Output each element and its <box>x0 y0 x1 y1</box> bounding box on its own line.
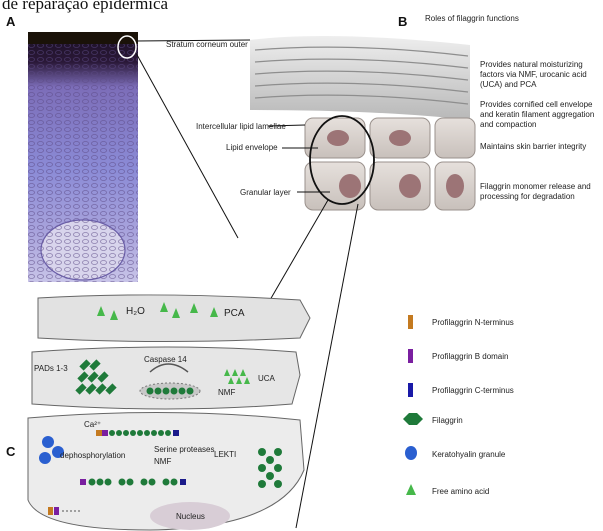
granular-cells <box>305 118 475 210</box>
function-note-2: Provides cornified cell envelope and ker… <box>480 100 598 130</box>
cell-diagram-bottom <box>28 412 304 530</box>
legend-icon-3 <box>408 383 413 397</box>
panel-label-b: B <box>398 14 407 29</box>
legend-label-2: Profilaggrin B domain <box>432 352 508 361</box>
label-calpain: Caspase 14 <box>144 355 187 364</box>
zoom-line-3 <box>270 200 328 300</box>
legend-icon-2 <box>408 349 413 363</box>
panel-label-c: C <box>6 444 15 459</box>
label-stratum-corneum: Stratum corneum outer <box>166 40 248 49</box>
label-intercellular: Intercellular lipid lamellae <box>196 122 286 131</box>
label-ca: Ca²⁺ <box>84 420 101 429</box>
panel-b-title: Roles of filaggrin functions <box>425 14 519 23</box>
legend-label-6: Free amino acid <box>432 487 489 496</box>
label-pca: PCA <box>224 308 245 319</box>
label-nmf2: NMF <box>154 457 171 466</box>
label-uca: UCA <box>258 374 275 383</box>
legend-label-3: Profilaggrin C-terminus <box>432 386 514 395</box>
label-h2o: H₂O <box>126 306 145 317</box>
label-granular-layer: Granular layer <box>240 188 291 197</box>
function-note-4: Filaggrin monomer release and processing… <box>480 182 598 202</box>
legend-icon-4 <box>403 413 423 425</box>
panel-label-a: A <box>6 14 15 29</box>
legend-icon-6 <box>406 484 416 495</box>
label-nucleus: Nucleus <box>176 512 205 521</box>
function-note-3: Maintains skin barrier integrity <box>480 142 598 152</box>
legend-label-5: Keratohyalin granule <box>432 450 505 459</box>
legend-icon-5 <box>405 446 417 460</box>
histology-image <box>28 32 138 282</box>
legend-label-4: Filaggrin <box>432 416 463 425</box>
label-pads: PADs 1-3 <box>34 364 74 373</box>
function-note-1: Provides natural moisturizing factors vi… <box>480 60 598 90</box>
legend-icon-1 <box>408 315 413 329</box>
label-lekti: LEKTI <box>214 450 236 459</box>
label-lipid-envelope: Lipid envelope <box>226 143 278 152</box>
legend-label-1: Profilaggrin N-terminus <box>432 318 514 327</box>
label-nmf: NMF <box>218 388 235 397</box>
stratum-corneum-fibres <box>250 36 470 120</box>
label-dephos: dephosphorylation <box>60 451 125 460</box>
cell-diagram-top <box>38 295 310 342</box>
zoom-line-2 <box>136 53 238 238</box>
zoom-line-4 <box>296 204 358 528</box>
label-serine: Serine proteases <box>154 445 214 454</box>
